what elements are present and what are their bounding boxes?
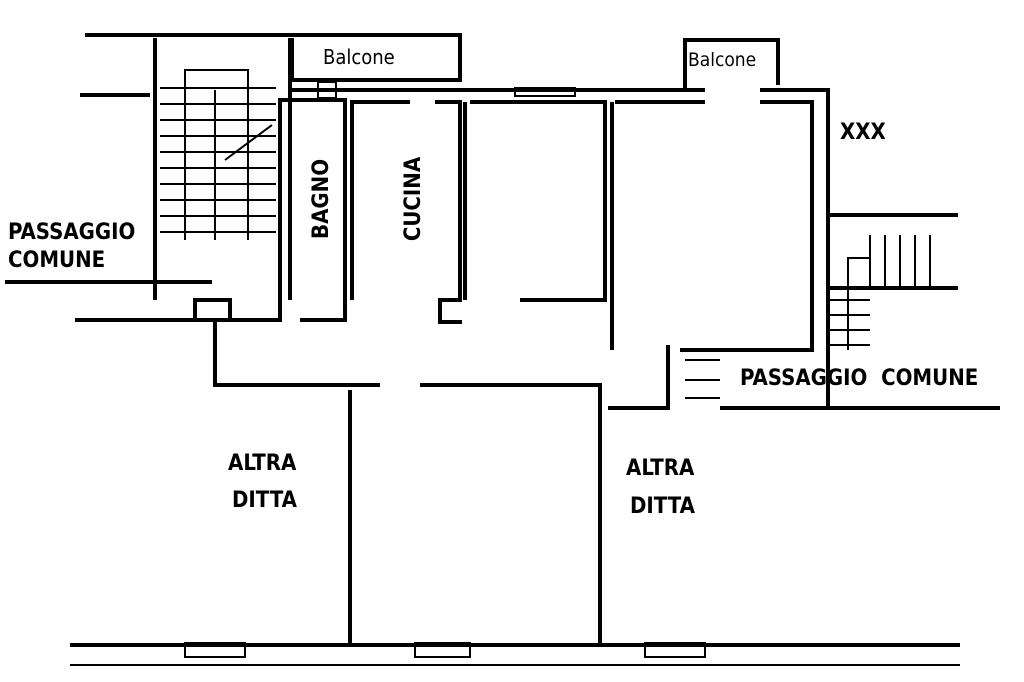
balcony-right-label: Balcone <box>688 49 757 71</box>
staircase-left <box>160 69 276 240</box>
balcony-left-label: Balcone <box>323 45 395 69</box>
staircase-right <box>685 235 931 399</box>
windows <box>184 81 706 658</box>
other-company-right-line2: DITTA <box>630 494 695 519</box>
other-company-left-line2: DITTA <box>232 488 297 513</box>
kitchen-label: CUCINA <box>401 156 427 242</box>
common-passage-right-label: PASSAGGIO COMUNE <box>740 366 979 391</box>
common-passage-left-line1: PASSAGGIO <box>8 220 136 245</box>
other-company-right-line1: ALTRA <box>626 456 695 481</box>
neighbor-mark-label: XXX <box>840 120 886 145</box>
other-company-left-line1: ALTRA <box>228 451 297 476</box>
common-passage-left-line2: COMUNE <box>8 248 106 273</box>
bathroom-label: BAGNO <box>309 158 335 240</box>
walls <box>5 33 1000 666</box>
